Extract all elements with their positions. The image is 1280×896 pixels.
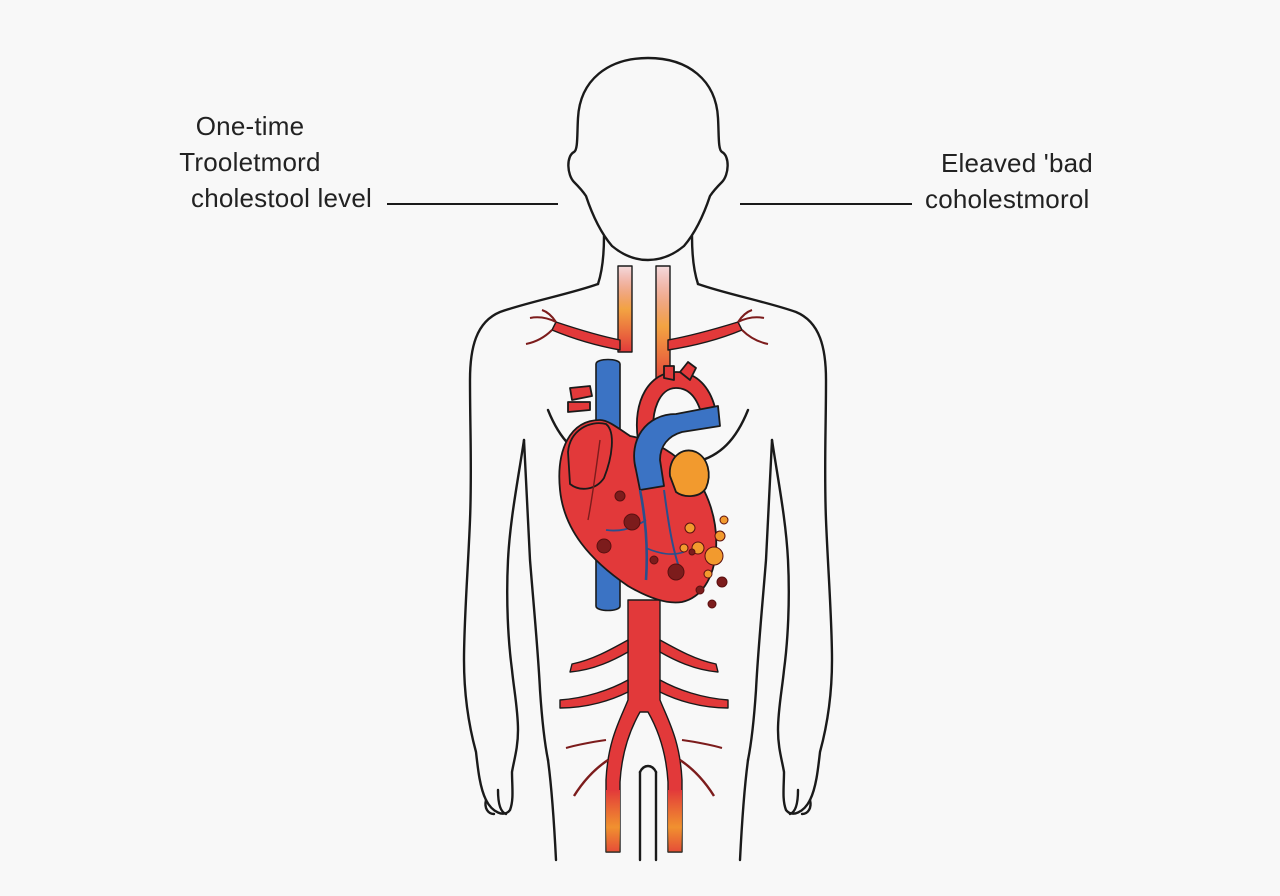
artery-system-icon [525,265,769,853]
label-left-line-1: One-time [195,111,305,141]
label-left: One-time Trooletmord cholestool level [120,108,380,216]
heart-icon [558,361,721,604]
label-right-line-2: coholestmorol [925,184,1090,214]
plaque-particles-icon [596,490,729,609]
label-right: Eleaved 'bad coholestmorol [925,145,1165,217]
label-left-line-3: cholestool level [191,183,372,213]
label-left-line-2: Trooletmord [179,147,321,177]
label-right-line-1: Eleaved 'bad [941,148,1093,178]
